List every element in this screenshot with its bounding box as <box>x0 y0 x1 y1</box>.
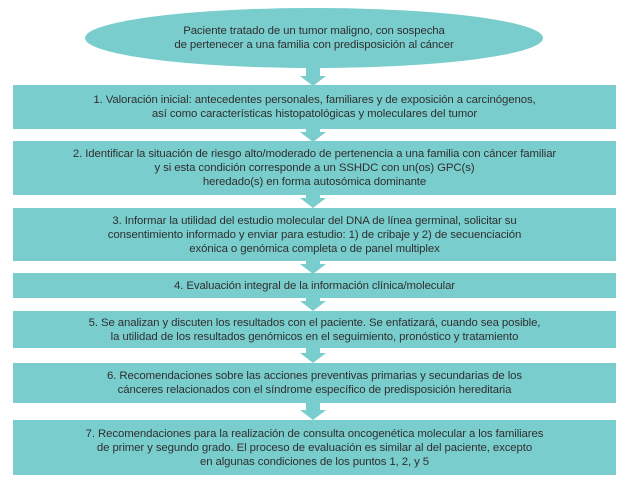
step-4-text: 4. Evaluación integral de la información… <box>173 279 455 292</box>
start-node-text: Paciente tratado de un tumor maligno, co… <box>174 25 454 51</box>
step-3-box: 3. Informar la utilidad del estudio mole… <box>13 208 616 261</box>
step-2-text: 2. Identificar la situación de riesgo al… <box>72 148 557 188</box>
step-2-box: 2. Identificar la situación de riesgo al… <box>13 141 616 195</box>
step-1-text: 1. Valoración inicial: antecedentes pers… <box>93 94 536 120</box>
step-7-box: 7. Recomendaciones para la realización d… <box>13 420 616 475</box>
step-7-text: 7. Recomendaciones para la realización d… <box>85 427 544 468</box>
step-3-text: 3. Informar la utilidad del estudio mole… <box>107 214 522 255</box>
step-5-box: 5. Se analizan y discuten los resultados… <box>13 311 616 348</box>
start-node-ellipse: Paciente tratado de un tumor maligno, co… <box>85 8 543 68</box>
step-4-box: 4. Evaluación integral de la información… <box>13 273 616 298</box>
step-6-text: 6. Recomendaciones sobre las acciones pr… <box>107 370 522 396</box>
step-5-text: 5. Se analizan y discuten los resultados… <box>88 316 541 343</box>
step-1-box: 1. Valoración inicial: antecedentes pers… <box>13 85 616 129</box>
step-6-box: 6. Recomendaciones sobre las acciones pr… <box>13 363 616 403</box>
